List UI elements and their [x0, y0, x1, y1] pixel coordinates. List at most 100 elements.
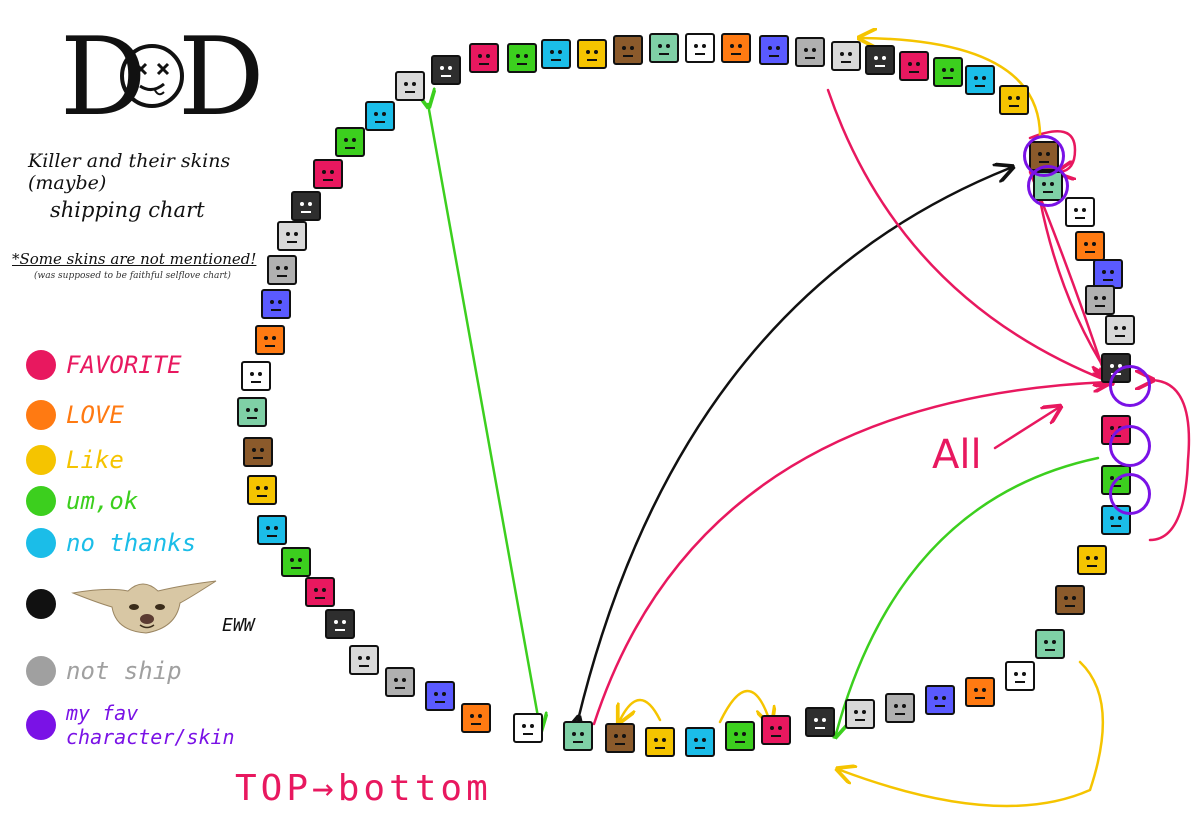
avatar-feature: [1074, 208, 1078, 212]
avatar-feature: [1102, 270, 1106, 274]
avatar-feature: [695, 53, 705, 55]
character-avatar: [257, 515, 287, 545]
avatar-feature: [622, 734, 626, 738]
avatar-feature: [805, 57, 815, 59]
avatar-feature: [814, 718, 818, 722]
avatar-feature: [274, 526, 278, 530]
avatar-feature: [286, 232, 290, 236]
avatar-feature: [358, 656, 362, 660]
avatar-feature: [1115, 335, 1125, 337]
avatar-feature: [1111, 525, 1121, 527]
avatar-feature: [404, 82, 408, 86]
avatar-feature: [594, 50, 598, 54]
avatar-feature: [874, 56, 878, 60]
avatar-feature: [815, 727, 825, 729]
avatar-feature: [516, 54, 520, 58]
arrow-yellow-b2: [718, 690, 770, 722]
avatar-feature: [342, 620, 346, 624]
character-avatar: [1075, 231, 1105, 261]
legend-label: no thanks: [66, 529, 197, 557]
character-avatar: [831, 41, 861, 71]
character-avatar: [1035, 629, 1065, 659]
avatar-feature: [250, 372, 254, 376]
avatar-feature: [770, 726, 774, 730]
arrow-pink-right-2: [1038, 198, 1108, 374]
character-avatar: [1005, 661, 1035, 691]
avatar-feature: [935, 705, 945, 707]
character-avatar: [965, 677, 995, 707]
legend-item-no-thanks: no thanks: [26, 522, 296, 564]
avatar-feature: [1110, 516, 1114, 520]
x-eyed-face-icon: [120, 44, 184, 108]
avatar-feature: [695, 747, 705, 749]
avatar-feature: [875, 65, 885, 67]
character-avatar: [563, 721, 593, 751]
avatar-feature: [298, 558, 302, 562]
avatar-feature: [580, 732, 584, 736]
character-avatar: [721, 33, 751, 63]
legend-item-love: LOVE: [26, 390, 296, 440]
avatar-feature: [405, 91, 415, 93]
avatar-feature: [942, 696, 946, 700]
avatar-feature: [974, 688, 978, 692]
avatar-feature: [1022, 672, 1026, 676]
character-avatar: [613, 35, 643, 65]
avatar-feature: [622, 46, 626, 50]
avatar-feature: [894, 704, 898, 708]
avatar-feature: [478, 54, 482, 58]
avatar-feature: [769, 55, 779, 57]
avatar-feature: [975, 85, 985, 87]
subtitle-line-1: Killer and their skins (maybe): [28, 150, 231, 194]
legend-item-not-ship: not ship: [26, 644, 296, 698]
legend-label: Like: [66, 446, 124, 474]
legend-item-eww: EWW: [26, 564, 296, 644]
avatar-feature: [804, 48, 808, 52]
avatar-feature: [395, 687, 405, 689]
legend-dot: [26, 400, 56, 430]
legend: FAVORITE LOVE Like um,ok no thanks: [26, 340, 296, 752]
character-avatar: [469, 43, 499, 73]
avatar-feature: [375, 121, 385, 123]
avatar-feature: [654, 738, 658, 742]
avatar-feature: [1094, 296, 1098, 300]
legend-item-umok: um,ok: [26, 480, 296, 522]
fav-highlight-ring: [1109, 365, 1151, 407]
character-avatar: [513, 713, 543, 743]
avatar-feature: [1044, 640, 1048, 644]
character-avatar: [685, 727, 715, 757]
arrow-yellow-b1: [620, 698, 662, 720]
character-avatar: [1093, 259, 1123, 289]
avatar-feature: [258, 372, 262, 376]
avatar-feature: [265, 345, 275, 347]
avatar-feature: [1110, 270, 1114, 274]
avatar-feature: [735, 741, 745, 743]
character-avatar: [933, 57, 963, 87]
avatar-feature: [374, 112, 378, 116]
character-avatar: [313, 159, 343, 189]
avatar-feature: [840, 52, 844, 56]
avatar-feature: [573, 741, 583, 743]
character-avatar: [255, 325, 285, 355]
avatar-feature: [658, 44, 662, 48]
arrow-pink-bottom-curve: [592, 382, 1108, 726]
avatar-feature: [702, 738, 706, 742]
character-avatar: [899, 51, 929, 81]
avatar-feature: [522, 724, 526, 728]
avatar-feature: [572, 732, 576, 736]
avatar-feature: [730, 44, 734, 48]
avatar-feature: [315, 597, 325, 599]
avatar-feature: [1092, 242, 1096, 246]
character-avatar: [685, 33, 715, 63]
avatar-feature: [982, 688, 986, 692]
character-avatar: [395, 71, 425, 101]
character-avatar: [267, 255, 297, 285]
avatar-feature: [1016, 96, 1020, 100]
avatar-feature: [394, 678, 398, 682]
avatar-feature: [478, 714, 482, 718]
character-avatar: [243, 437, 273, 467]
avatar-feature: [382, 112, 386, 116]
arrow-black-curve: [578, 168, 1010, 720]
avatar-feature: [294, 232, 298, 236]
character-avatar: [241, 361, 271, 391]
character-avatar: [325, 609, 355, 639]
